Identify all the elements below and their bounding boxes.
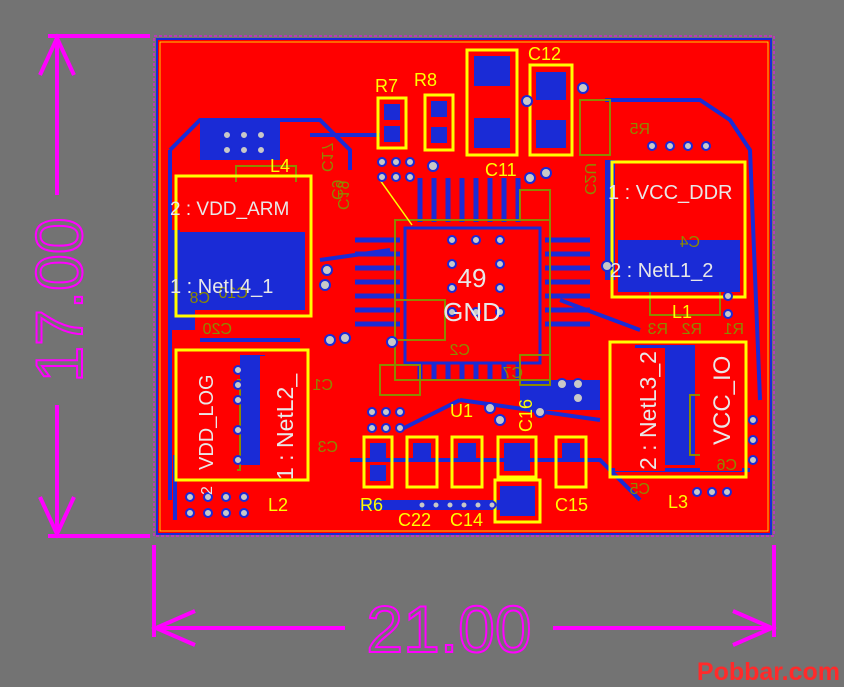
net-label-vdd-log: VDD_LOG (196, 374, 218, 470)
bottom-designator-c3: C3 (317, 439, 338, 456)
net-label-vcc-ddr: 1 : VCC_DDR (608, 182, 732, 204)
designator-c14: C14 (450, 510, 483, 530)
gnd-pad-net: GND (443, 297, 501, 327)
designator-c22: C22 (398, 510, 431, 530)
designator-u1: U1 (450, 401, 473, 421)
bottom-designator-c4: C4 (679, 234, 700, 251)
board-outline (153, 35, 775, 537)
net-label-netl3: 2 : NetL3_2 (635, 351, 661, 470)
r8-outline (423, 93, 455, 152)
bottom-designator-c9: C9 (328, 179, 345, 200)
r6-outline (362, 435, 394, 489)
designator-r7: R7 (375, 76, 398, 96)
bottom-designator-c1: C1 (312, 377, 333, 394)
bottom-designator-c10: C10 (219, 285, 248, 302)
watermark: Pobbar.com (697, 658, 840, 686)
red-pad-fills (180, 90, 742, 474)
net-label-pin-number: 2 (199, 486, 216, 495)
designator-c11: C11 (485, 160, 517, 180)
bottom-designator-c17: C17 (318, 143, 335, 172)
c14-outline (450, 435, 484, 489)
l1-outline (610, 160, 747, 299)
c16-outline (496, 435, 538, 479)
net-label-netl2: 1 : NetL2_ (272, 373, 298, 480)
bottom-designator-c19: C19 (334, 181, 351, 210)
dimension-label-bg-h (345, 598, 553, 658)
bottom-designator-r5: R5 (629, 121, 650, 138)
bottom-designator-c8: C8 (189, 290, 210, 307)
gnd-thermal-pad (403, 226, 542, 365)
designator-c16: C16 (516, 399, 536, 432)
gnd-pad-number: 49 (458, 263, 487, 293)
bottom-designator-c20: C20 (203, 321, 232, 338)
bottom-designator-c6: C6 (716, 457, 737, 474)
net-label-vcc-io: VCC_IO (709, 356, 736, 445)
bottom-designator-r2: R2 (681, 321, 702, 338)
bottom-designator-c5: C5 (629, 481, 650, 498)
l3-outline (608, 340, 748, 479)
designator-c15: C15 (555, 495, 588, 515)
net-label-netl1: 2 : NetL1_2 (610, 260, 713, 282)
c12-outline (465, 48, 519, 157)
designator-l2: L2 (268, 495, 288, 515)
designator-l3: L3 (668, 492, 688, 512)
board-inner-edge (159, 41, 769, 532)
u1-pin1-marker (379, 179, 413, 226)
l4-outline (174, 174, 313, 318)
dimension-height-label: 17.00 (22, 217, 96, 382)
bottom-designator-r1: R1 (723, 321, 744, 338)
net-label-vdd-arm: 2 : VDD_ARM (170, 199, 289, 220)
vias (185, 82, 758, 518)
dimension-width-label: 21.00 (366, 592, 531, 666)
r7-outline (376, 96, 408, 150)
bottom-designator-r3: R3 (647, 321, 668, 338)
designator-r8: R8 (414, 70, 437, 90)
l2-outline (174, 348, 310, 482)
designator-c12: C12 (528, 44, 561, 64)
bottom-designator-c2: C2 (449, 342, 470, 359)
designator-r6: R6 (360, 495, 383, 515)
designator-l1: L1 (672, 302, 692, 322)
top-silk-outlines (174, 48, 748, 524)
net-label-netl4: 1 : NetL4_1 (170, 276, 273, 298)
designator-l4: L4 (270, 156, 290, 176)
c20-outline (493, 478, 542, 524)
dimension-label-bg-v (28, 195, 88, 405)
bottom-designator-c2u: C2U (581, 163, 598, 195)
c11-outline (528, 63, 574, 157)
bottom-designator-c7: C7 (502, 365, 523, 382)
c15-outline (554, 435, 588, 489)
c22-outline (405, 435, 439, 489)
